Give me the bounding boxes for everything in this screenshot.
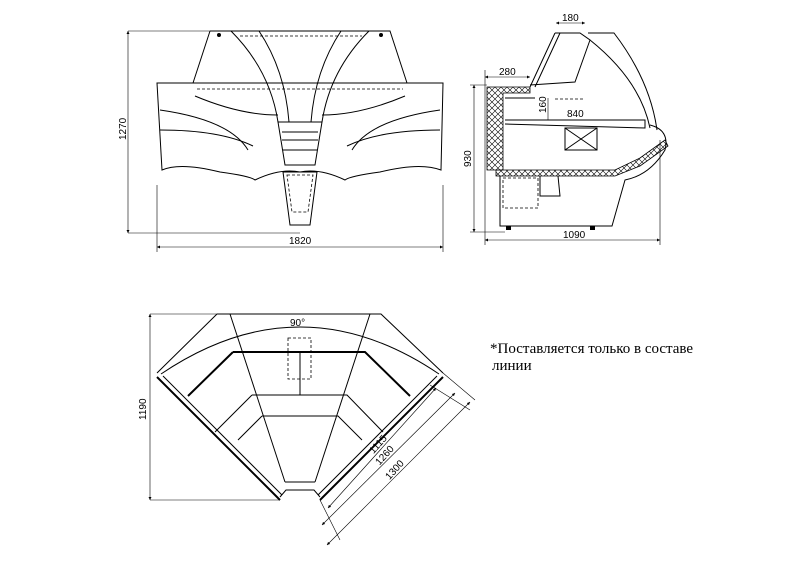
supply-note: *Поставляется только в составе линии [490, 341, 693, 375]
hinge-icon [217, 33, 221, 37]
front-height-dim: 1270 [118, 117, 129, 140]
depth-dim: 1090 [563, 230, 586, 241]
side-view: 280 180 160 840 930 1090 [463, 13, 669, 245]
plan-depth-dim: 1190 [138, 398, 149, 420]
shelf-height-dim: 160 [538, 96, 549, 113]
rear-dim: 280 [499, 67, 516, 78]
plan-view: 1190 90° 1115 1260 1300 [138, 313, 476, 546]
note-line-2: линии [492, 358, 532, 374]
shelf-depth-dim: 840 [567, 109, 584, 120]
top-dim: 180 [562, 13, 579, 24]
angle-label: 90° [290, 318, 305, 329]
note-line-1: *Поставляется только в составе [490, 341, 694, 357]
foot-icon [590, 226, 595, 230]
front-width-dim: 1820 [289, 236, 312, 247]
front-view: 1270 1820 [118, 30, 444, 252]
body-height-dim: 930 [463, 150, 474, 167]
hinge-icon [379, 33, 383, 37]
foot-icon [506, 226, 511, 230]
